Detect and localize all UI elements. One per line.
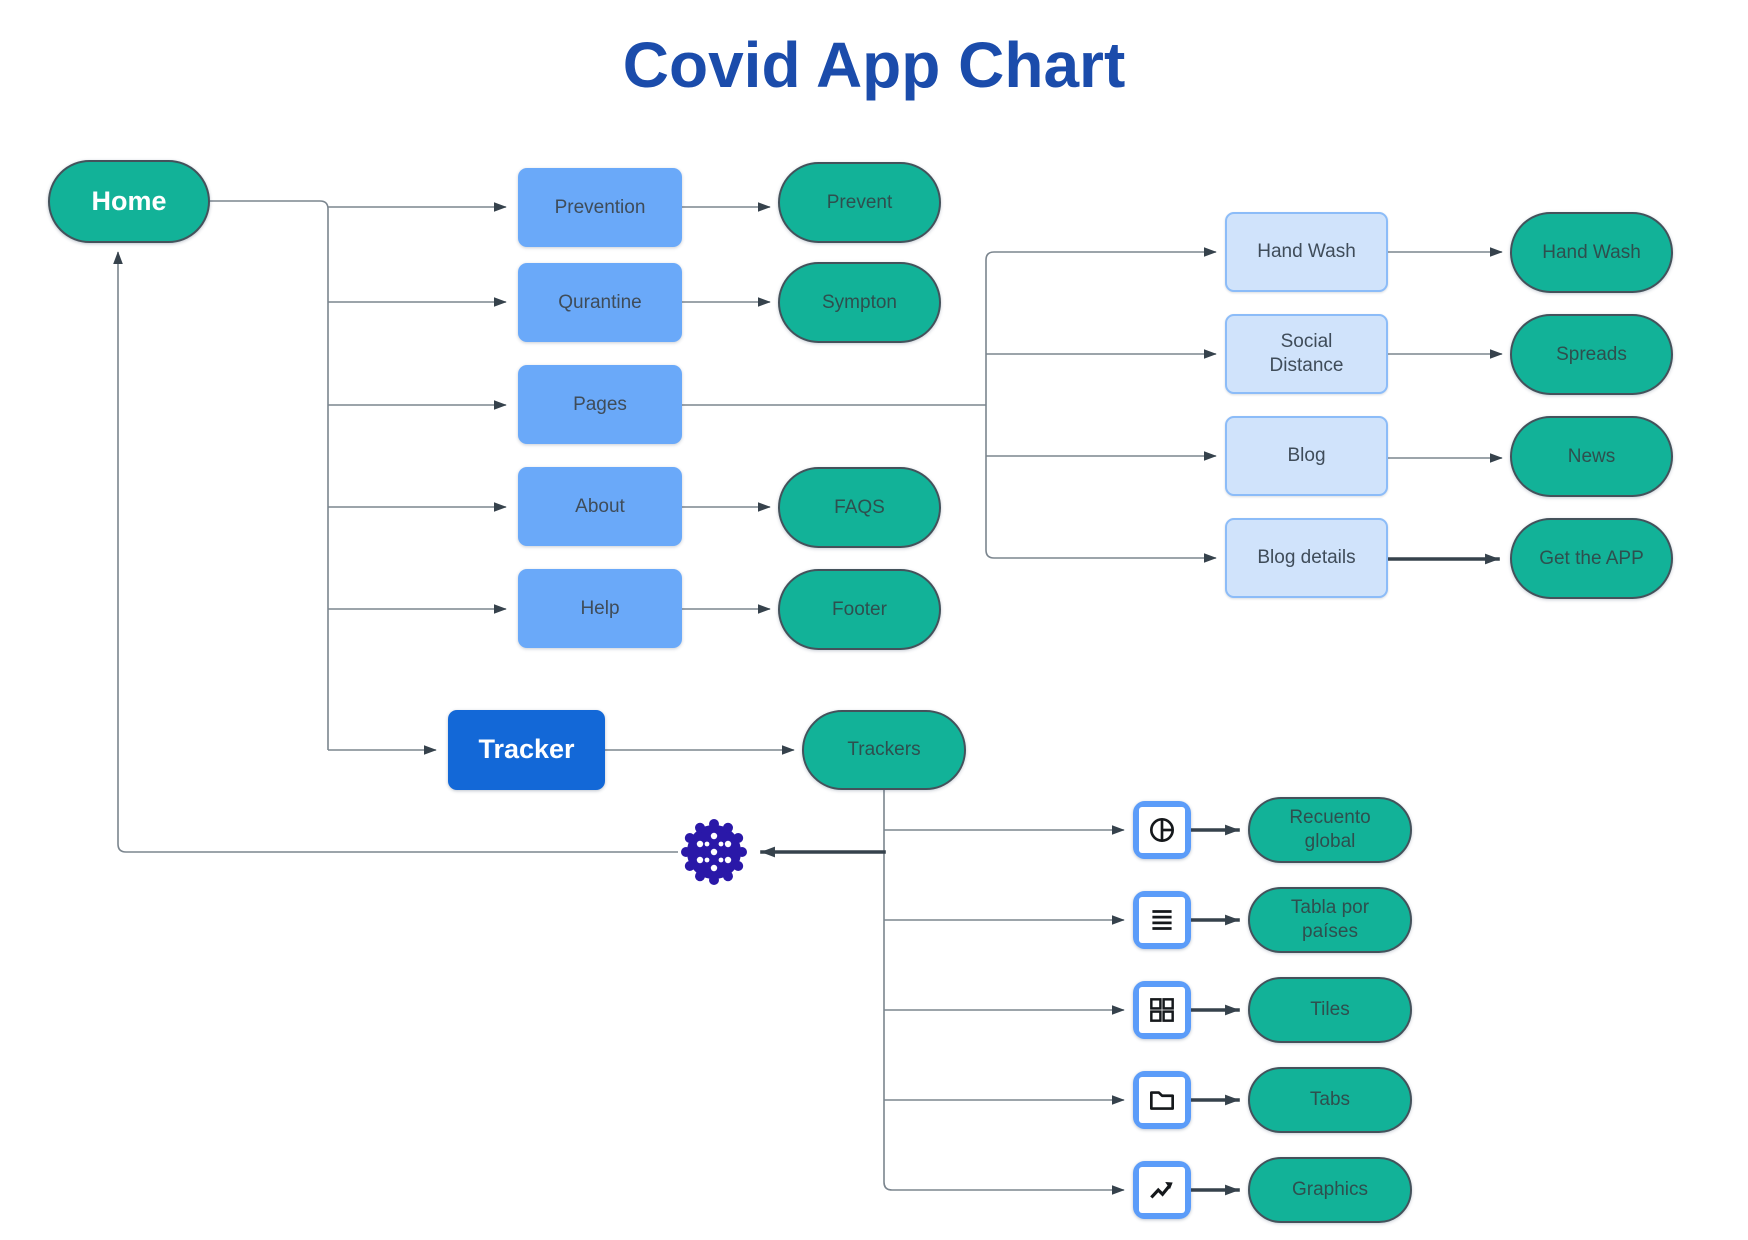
node-label: FAQS	[834, 496, 885, 518]
node-label: Prevention	[554, 196, 646, 218]
node-sympton[interactable]: Sympton	[778, 262, 941, 343]
node-prevention[interactable]: Prevention	[518, 168, 682, 247]
node-about[interactable]: About	[518, 467, 682, 546]
trend-up-glyph	[1139, 1167, 1185, 1213]
node-label: Pages	[573, 393, 627, 415]
node-label: Recuento global	[1289, 807, 1371, 852]
node-graphics[interactable]: Graphics	[1248, 1157, 1412, 1223]
folder-icon[interactable]	[1133, 1071, 1191, 1129]
node-spreads[interactable]: Spreads	[1510, 314, 1673, 395]
list-icon[interactable]	[1133, 891, 1191, 949]
grid-glyph	[1139, 987, 1185, 1033]
node-label: Sympton	[822, 291, 897, 313]
pie-chart-icon[interactable]	[1133, 801, 1191, 859]
node-news[interactable]: News	[1510, 416, 1673, 497]
node-tracker[interactable]: Tracker	[448, 710, 605, 790]
node-label: Tiles	[1310, 999, 1350, 1021]
grid-icon[interactable]	[1133, 981, 1191, 1039]
trend-up-icon[interactable]	[1133, 1161, 1191, 1219]
node-hand-wash[interactable]: Hand Wash	[1510, 212, 1673, 293]
node-help[interactable]: Help	[518, 569, 682, 648]
node-label: Tabs	[1309, 1089, 1351, 1111]
node-label: Blog	[1287, 445, 1326, 467]
node-footer[interactable]: Footer	[778, 569, 941, 650]
page-title: Covid App Chart	[622, 29, 1126, 101]
node-label: Tabla por países	[1290, 897, 1370, 942]
node-qurantine[interactable]: Qurantine	[518, 263, 682, 342]
node-pages[interactable]: Pages	[518, 365, 682, 444]
node-label: Tracker	[478, 734, 575, 765]
node-tiles[interactable]: Tiles	[1248, 977, 1412, 1043]
node-trackers[interactable]: Trackers	[802, 710, 966, 790]
node-label: Hand Wash	[1257, 241, 1356, 263]
node-get-the-app[interactable]: Get the APP	[1510, 518, 1673, 599]
node-tabla-por-paises[interactable]: Tabla por países	[1248, 887, 1412, 953]
list-glyph	[1139, 897, 1185, 943]
pie-chart-glyph	[1139, 807, 1185, 853]
folder-glyph	[1139, 1077, 1185, 1123]
node-blog-details[interactable]: Blog details	[1225, 518, 1388, 598]
node-prevent[interactable]: Prevent	[778, 162, 941, 243]
node-label: Prevent	[826, 191, 893, 213]
node-blog[interactable]: Blog	[1225, 416, 1388, 496]
node-home[interactable]: Home	[48, 160, 210, 243]
node-label: Hand Wash	[1542, 241, 1641, 263]
node-label: Home	[91, 185, 167, 216]
node-label: Qurantine	[558, 291, 642, 313]
thin-connectors	[113, 200, 1503, 1195]
node-recuento-global[interactable]: Recuento global	[1248, 797, 1412, 863]
node-social-distance[interactable]: Social Distance	[1225, 314, 1388, 394]
node-label: Graphics	[1291, 1179, 1369, 1201]
node-hand-wash-page[interactable]: Hand Wash	[1225, 212, 1388, 292]
node-label: Spreads	[1556, 343, 1627, 365]
node-faqs[interactable]: FAQS	[778, 467, 941, 548]
virus-icon	[681, 819, 747, 885]
node-tabs[interactable]: Tabs	[1248, 1067, 1412, 1133]
node-label: Blog details	[1257, 547, 1356, 569]
node-label: Get the APP	[1539, 547, 1644, 569]
node-label: Social Distance	[1269, 331, 1344, 376]
node-label: Footer	[832, 598, 887, 620]
node-label: About	[575, 495, 625, 517]
node-label: Trackers	[847, 739, 921, 761]
thick-connectors	[760, 553, 1500, 1196]
node-label: News	[1567, 445, 1616, 467]
node-label: Help	[580, 597, 620, 619]
